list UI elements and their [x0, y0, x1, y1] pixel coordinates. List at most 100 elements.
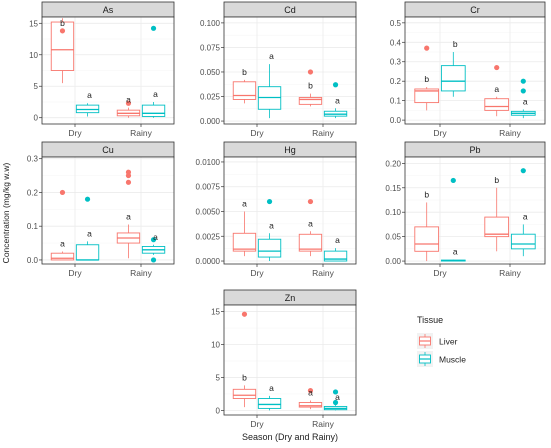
significance-label: a — [126, 212, 131, 222]
box-dry-muscle: a — [75, 90, 100, 117]
y-tick-label: 5 — [34, 82, 39, 91]
x-tick-label: Rainy — [499, 128, 521, 138]
outlier-point — [520, 168, 526, 174]
x-tick-label: Rainy — [312, 268, 334, 278]
x-tick-label: Dry — [250, 128, 264, 138]
y-tick-label: 0.0 — [390, 116, 402, 125]
x-tick-label: Dry — [250, 419, 264, 429]
box-dry-liver: b — [232, 67, 257, 104]
outlier-point — [266, 198, 273, 205]
y-tick-label: 0.00 — [385, 257, 401, 266]
y-tick-label: 0.0000 — [196, 257, 221, 266]
significance-label: b — [60, 18, 65, 28]
y-tick-label: 15 — [211, 308, 220, 317]
box-dry-muscle: a — [440, 177, 466, 262]
box-rainy-liver: a — [116, 169, 141, 259]
outlier-point — [150, 237, 157, 243]
y-tick-label: 0.1 — [390, 97, 402, 106]
box-iqr — [141, 104, 166, 117]
outlier-point — [59, 28, 66, 34]
y-tick-label: 0.05 — [385, 233, 401, 242]
box-iqr — [50, 252, 75, 261]
significance-label: a — [335, 95, 340, 105]
box-iqr — [510, 233, 536, 250]
box-iqr — [298, 233, 323, 252]
box-rainy-liver: b — [298, 69, 323, 107]
plot-border — [41, 16, 175, 125]
significance-label: a — [153, 232, 158, 242]
box-rainy-muscle: a — [323, 389, 348, 411]
plot-border — [41, 156, 175, 265]
y-tick-label: 15 — [29, 19, 38, 28]
y-tick-label: 10 — [211, 341, 220, 350]
outlier-point — [241, 311, 248, 317]
box-dry-muscle: a — [257, 383, 282, 411]
y-tick-label: 0.0 — [27, 256, 39, 265]
x-tick-label: Rainy — [312, 419, 334, 429]
outlier-point — [125, 100, 132, 106]
box-iqr — [50, 21, 75, 71]
plot-border — [223, 16, 357, 125]
y-tick-label: 10 — [29, 51, 38, 60]
legend-title: Tissue — [417, 315, 443, 325]
facet-title: Cr — [470, 5, 480, 15]
box-iqr — [323, 250, 348, 262]
y-tick-label: 0.075 — [200, 43, 221, 52]
y-tick-label: 0.5 — [390, 19, 402, 28]
outlier-point — [307, 198, 314, 205]
significance-label: b — [424, 74, 429, 84]
x-tick-label: Rainy — [130, 268, 152, 278]
plot-background — [224, 17, 356, 124]
plot-border — [404, 16, 546, 125]
box-dry-liver: b — [232, 311, 257, 408]
box-iqr — [414, 226, 440, 252]
significance-label: a — [308, 218, 313, 228]
y-axis-title: Concentration (mg/kg w.w) — [1, 163, 11, 264]
box-rainy-muscle: a — [141, 232, 166, 263]
significance-label: b — [453, 39, 458, 49]
y-tick-label: 0 — [216, 406, 221, 415]
y-tick-label: 0.0100 — [196, 158, 221, 167]
outlier-point — [450, 177, 456, 184]
significance-label: b — [242, 67, 247, 77]
outlier-point — [150, 25, 157, 31]
box-rainy-liver: a — [298, 388, 323, 410]
gridlines — [405, 17, 545, 124]
y-tick-label: 0.2 — [27, 188, 39, 197]
facet-title: Cd — [284, 5, 296, 15]
outlier-point — [332, 82, 339, 88]
significance-label: b — [242, 372, 247, 382]
y-tick-label: 0 — [34, 114, 39, 123]
facet-title: Cu — [102, 145, 114, 155]
y-tick-label: 0.000 — [200, 117, 221, 126]
facet-title: As — [103, 5, 114, 15]
box-rainy-liver: b — [484, 175, 510, 252]
box-dry-liver: b — [414, 45, 440, 111]
outlier-point — [332, 399, 339, 406]
legend-item-liver: Liver — [417, 333, 458, 349]
outlier-point — [520, 88, 526, 94]
significance-label: a — [87, 90, 92, 100]
box-iqr — [257, 238, 282, 258]
significance-label: b — [424, 189, 429, 199]
y-tick-label: 0.0050 — [196, 207, 221, 216]
outlier-point — [307, 388, 314, 394]
significance-label: a — [153, 89, 158, 99]
significance-label: a — [269, 220, 274, 230]
box-iqr — [440, 65, 466, 92]
box-rainy-muscle: a — [510, 78, 536, 119]
x-tick-label: Dry — [433, 268, 447, 278]
box-rainy-muscle: a — [510, 168, 536, 257]
box-dry-liver: b — [50, 18, 75, 84]
facet-title: Hg — [284, 145, 296, 155]
box-dry-muscle: a — [257, 198, 282, 262]
plot-border — [404, 156, 546, 265]
y-tick-label: 0.100 — [200, 19, 221, 28]
y-tick-label: 0.025 — [200, 93, 221, 102]
